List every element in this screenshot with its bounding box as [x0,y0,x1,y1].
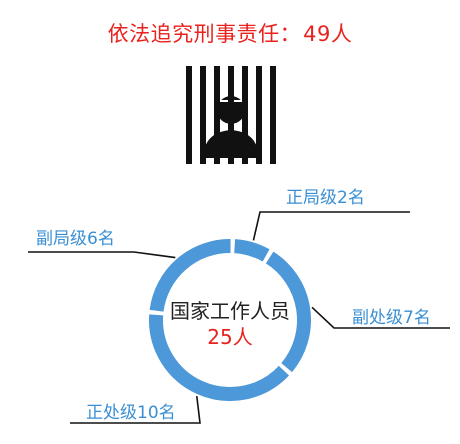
center-title: 国家工作人员 [170,299,290,323]
headline-text: 依法追究刑事责任： [107,22,302,46]
headline-number: 49人 [303,22,353,46]
donut-slice-2 [149,314,290,401]
donut-slices [149,239,311,401]
donut-slice-0 [233,239,270,262]
slice-label-fuchuji: 副处级7名 [352,308,431,328]
leader-lines [28,211,450,424]
slice-label-zhengjuji: 正局级2名 [286,188,365,208]
prison-bars [186,66,276,164]
donut-slice-3 [149,239,231,312]
center-value: 25人 [207,325,252,349]
headline: 依法追究刑事责任：49人 [0,18,460,48]
slice-label-fuju: 副局级6名 [36,229,115,249]
leader-line-2 [70,395,201,424]
donut-slice-1 [265,251,311,373]
prisoner-behind-bars-icon [186,66,276,164]
leader-line-3 [28,251,176,259]
leader-line-1 [311,306,450,329]
slice-label-zhengchuji: 正处级10名 [86,403,176,423]
leader-line-0 [252,211,410,241]
